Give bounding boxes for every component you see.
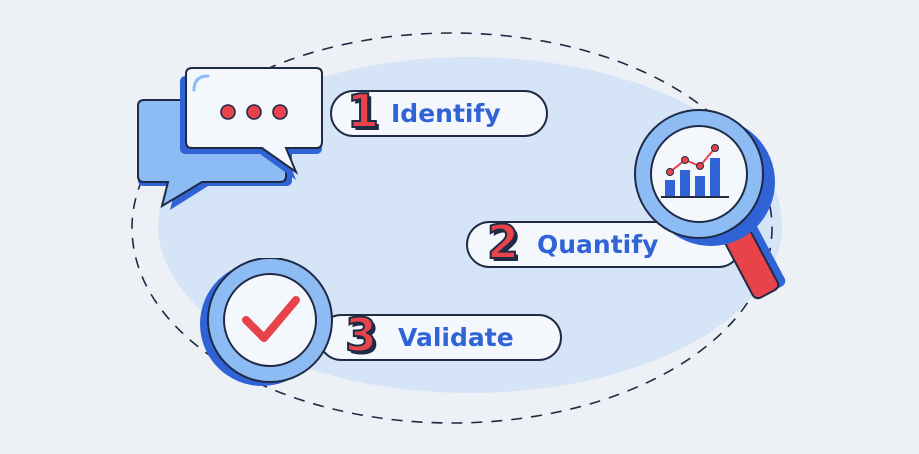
step-3-number: 3 bbox=[344, 308, 378, 362]
checkmark-badge-icon bbox=[200, 258, 333, 386]
step-1-label: Identify bbox=[391, 99, 501, 128]
step-3-pill bbox=[318, 314, 562, 361]
magnifier-chart-icon bbox=[634, 109, 786, 300]
step-1-number: 1 bbox=[346, 84, 380, 138]
dashed-orbit bbox=[131, 32, 773, 424]
chat-bubbles-icon bbox=[137, 67, 323, 210]
step-1-pill bbox=[330, 90, 548, 137]
step-2-label: Quantify bbox=[537, 230, 659, 259]
step-3-label: Validate bbox=[398, 323, 514, 352]
step-2-number: 2 bbox=[486, 215, 520, 269]
